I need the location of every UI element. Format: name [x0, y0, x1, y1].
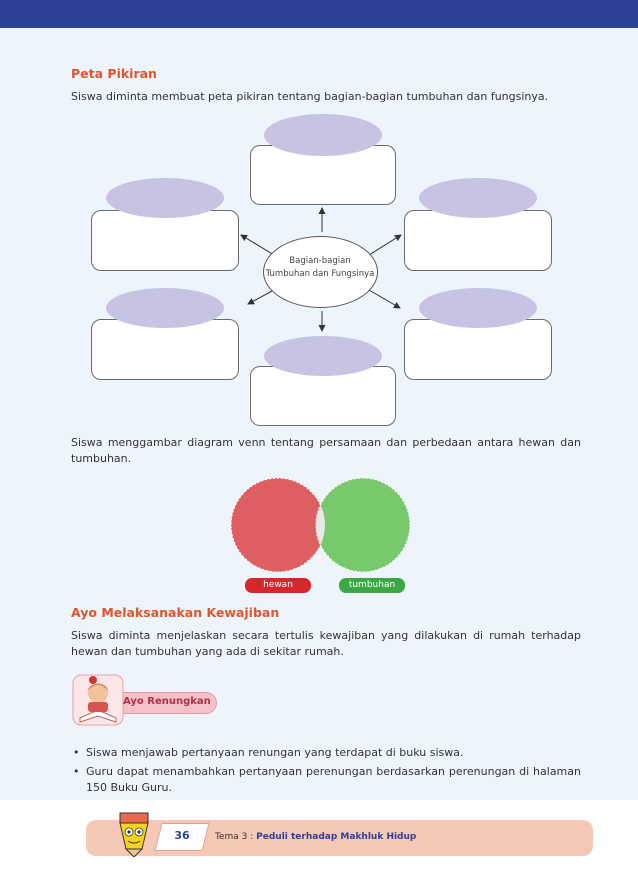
top-header-bar	[0, 0, 638, 28]
center-label-line1: Bagian-bagian	[289, 256, 351, 266]
venn-circle-tumbuhan	[315, 477, 411, 573]
footer-theme-title: Tema 3 : Peduli terhadap Makhluk Hidup	[215, 832, 416, 842]
mind-map-arrows	[240, 207, 402, 332]
mind-map-box-lower-left	[91, 319, 239, 380]
mind-map-center-ellipse	[263, 236, 378, 308]
mind-map-cap-upper-right	[419, 178, 537, 218]
mind-map-box-bottom	[250, 366, 396, 426]
reading-child-icon	[72, 674, 124, 726]
pencil-mascot-icon	[119, 812, 149, 857]
arrow-upper-left	[240, 234, 275, 256]
mind-map-cap-lower-right	[419, 288, 537, 328]
venn-label-hewan: hewan	[245, 578, 311, 593]
mind-map-box-lower-right	[404, 319, 552, 380]
venn-label-tumbuhan: tumbuhan	[339, 578, 405, 593]
mind-map-box-upper-right	[404, 210, 552, 271]
venn-circle-hewan	[231, 477, 326, 573]
bullet-item: Guru dapat menambahkan pertanyaan perenu…	[71, 764, 581, 796]
mind-map-cap-upper-left	[106, 178, 224, 218]
section-text-venn: Siswa menggambar diagram venn tentang pe…	[71, 436, 581, 465]
venn-diagram	[231, 477, 411, 573]
arrow-upper-right	[368, 234, 402, 256]
renungkan-label: Ayo Renungkan	[123, 696, 211, 707]
mind-map-cap-top	[264, 114, 382, 156]
section-heading-kewajiban: Ayo Melaksanakan Kewajiban	[71, 605, 280, 620]
theme-prefix: Tema 3 :	[215, 832, 257, 842]
center-label-line2: Tumbuhan dan Fungsinya	[265, 268, 375, 279]
mind-map-cap-bottom	[264, 336, 382, 376]
renungkan-bullet-list: Siswa menjawab pertanyaan renungan yang …	[71, 745, 581, 799]
arrow-lower-left	[247, 289, 275, 305]
theme-title: Peduli terhadap Makhluk Hidup	[256, 832, 417, 842]
mind-map-center-label: Bagian-bagian Tumbuhan dan Fungsinya	[250, 255, 390, 280]
mind-map-cap-lower-left	[106, 288, 224, 328]
bullet-item: Siswa menjawab pertanyaan renungan yang …	[71, 745, 581, 761]
section-heading-peta-pikiran: Peta Pikiran	[71, 66, 157, 81]
mind-map-box-upper-left	[91, 210, 239, 271]
page-number: 36	[174, 829, 190, 842]
arrow-lower-right	[368, 289, 401, 309]
mind-map-diagram: Bagian-bagian Tumbuhan dan Fungsinya	[86, 112, 556, 426]
section-text-kewajiban: Siswa diminta menjelaskan secara tertuli…	[71, 629, 581, 658]
section-text-peta-pikiran: Siswa diminta membuat peta pikiran tenta…	[71, 90, 549, 103]
